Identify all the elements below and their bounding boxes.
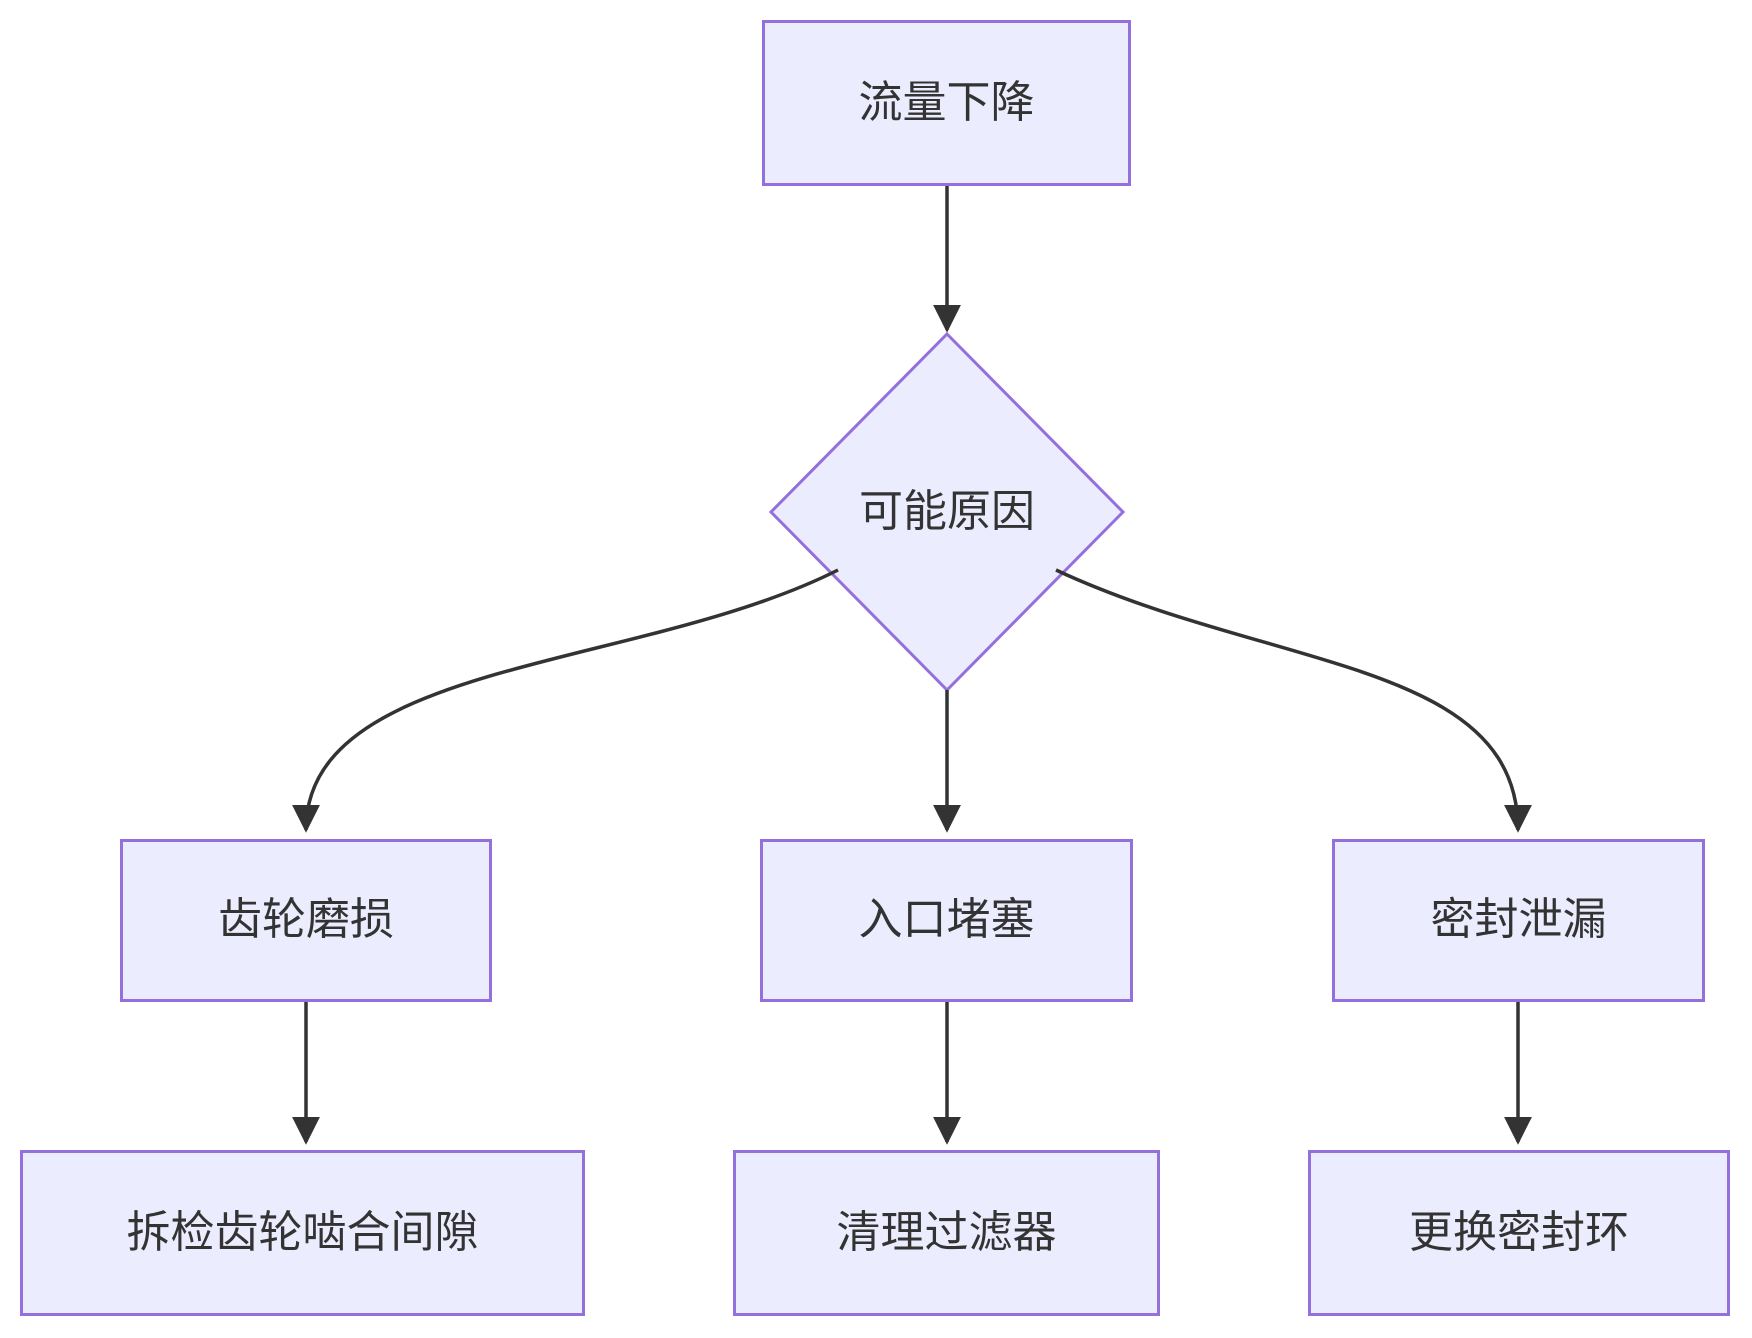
edge-causes-to-seal-leakage [1055,568,1532,833]
node-seal-leakage-label: 密封泄漏 [1430,895,1607,945]
node-seal-leakage: 密封泄漏 [1332,839,1705,1002]
node-gear-wear-label: 齿轮磨损 [218,895,394,945]
node-inspect-gear-gap: 拆检齿轮啮合间隙 [20,1150,585,1316]
node-flow-decrease: 流量下降 [762,20,1131,186]
node-inlet-blockage-label: 入口堵塞 [858,895,1035,945]
node-flow-decrease-label: 流量下降 [858,77,1035,127]
node-replace-seal-ring-label: 更换密封环 [1409,1207,1629,1257]
node-clean-filter: 清理过滤器 [733,1150,1160,1316]
node-gear-wear: 齿轮磨损 [120,839,492,1002]
edge-causes-to-gear-wear [292,568,839,833]
node-replace-seal-ring: 更换密封环 [1308,1150,1730,1316]
node-inlet-blockage: 入口堵塞 [760,839,1133,1002]
node-clean-filter-label: 清理过滤器 [836,1207,1057,1257]
node-possible-causes-shape [768,331,1126,693]
node-inspect-gear-gap-label: 拆检齿轮啮合间隙 [126,1207,479,1257]
